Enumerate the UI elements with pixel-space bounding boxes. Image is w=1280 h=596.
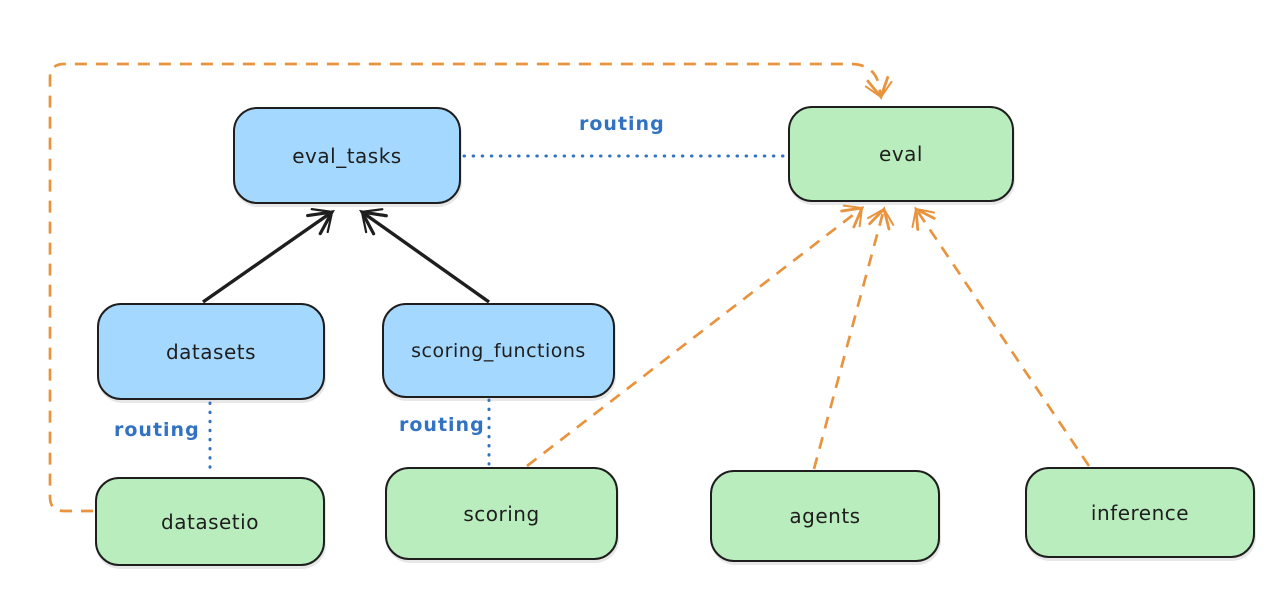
routing-label-datasets-datasetio: routing bbox=[114, 419, 200, 441]
node-scoring: scoring bbox=[385, 467, 618, 560]
edge-scoring-functions-to-eval-tasks bbox=[359, 208, 490, 304]
edge-datasetio-to-eval bbox=[48, 62, 893, 513]
node-datasetio: datasetio bbox=[95, 477, 325, 566]
node-scoring-functions: scoring_functions bbox=[382, 303, 615, 398]
node-scoring-functions-label: scoring_functions bbox=[411, 339, 586, 362]
edge-inference-to-eval bbox=[911, 206, 1091, 467]
node-eval-label: eval bbox=[879, 142, 923, 166]
node-datasetio-label: datasetio bbox=[161, 509, 259, 534]
edge-scoring-to-eval bbox=[526, 204, 865, 468]
node-inference: inference bbox=[1025, 467, 1255, 558]
node-eval: eval bbox=[788, 106, 1014, 202]
edge-agents-to-eval bbox=[812, 206, 895, 470]
node-datasets-label: datasets bbox=[165, 339, 257, 364]
node-eval-tasks-label: eval_tasks bbox=[292, 143, 402, 168]
edge-datasets-to-eval-tasks bbox=[202, 208, 335, 304]
node-agents: agents bbox=[710, 470, 940, 562]
node-agents-label: agents bbox=[789, 504, 861, 528]
routing-label-scoring-functions-scoring: routing bbox=[399, 414, 485, 436]
node-inference-label: inference bbox=[1090, 500, 1190, 525]
node-scoring-label: scoring bbox=[463, 501, 540, 526]
node-eval-tasks: eval_tasks bbox=[233, 107, 461, 204]
node-datasets: datasets bbox=[97, 303, 325, 400]
routing-label-eval-tasks-eval: routing bbox=[579, 113, 665, 135]
